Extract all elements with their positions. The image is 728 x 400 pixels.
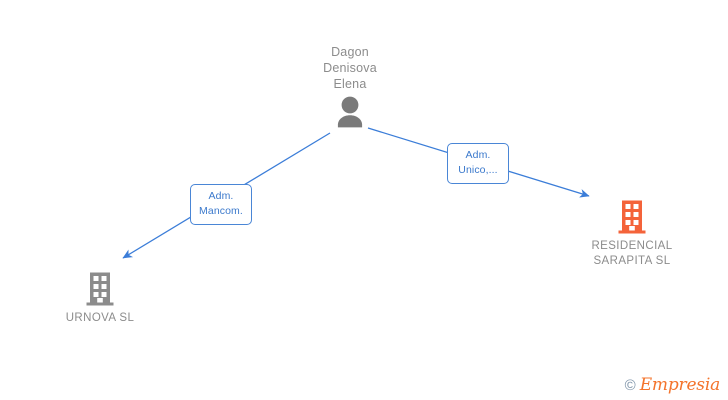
building-icon[interactable] [617, 200, 647, 234]
copyright-icon: © [624, 377, 636, 394]
residencial-node-label: RESIDENCIAL SARAPITA SL [591, 240, 673, 267]
graph-node-residencial[interactable]: RESIDENCIAL SARAPITA SL [552, 200, 712, 269]
urnova-node-label: URNOVA SL [65, 312, 135, 324]
graph-node-urnova[interactable]: URNOVA SL [20, 272, 180, 326]
person-icon[interactable] [333, 96, 367, 128]
person-node-label: Dagon Denisova Elena [323, 45, 377, 91]
edge-label-adm-unico[interactable]: Adm. Unico,... [447, 143, 509, 184]
edge-label-adm-mancom[interactable]: Adm. Mancom. [190, 184, 252, 225]
graph-node-person[interactable]: Dagon Denisova Elena [270, 44, 430, 128]
empresia-watermark: © Empresia [624, 375, 721, 395]
empresia-brand-text: Empresia [639, 375, 720, 395]
building-icon[interactable] [85, 272, 115, 306]
